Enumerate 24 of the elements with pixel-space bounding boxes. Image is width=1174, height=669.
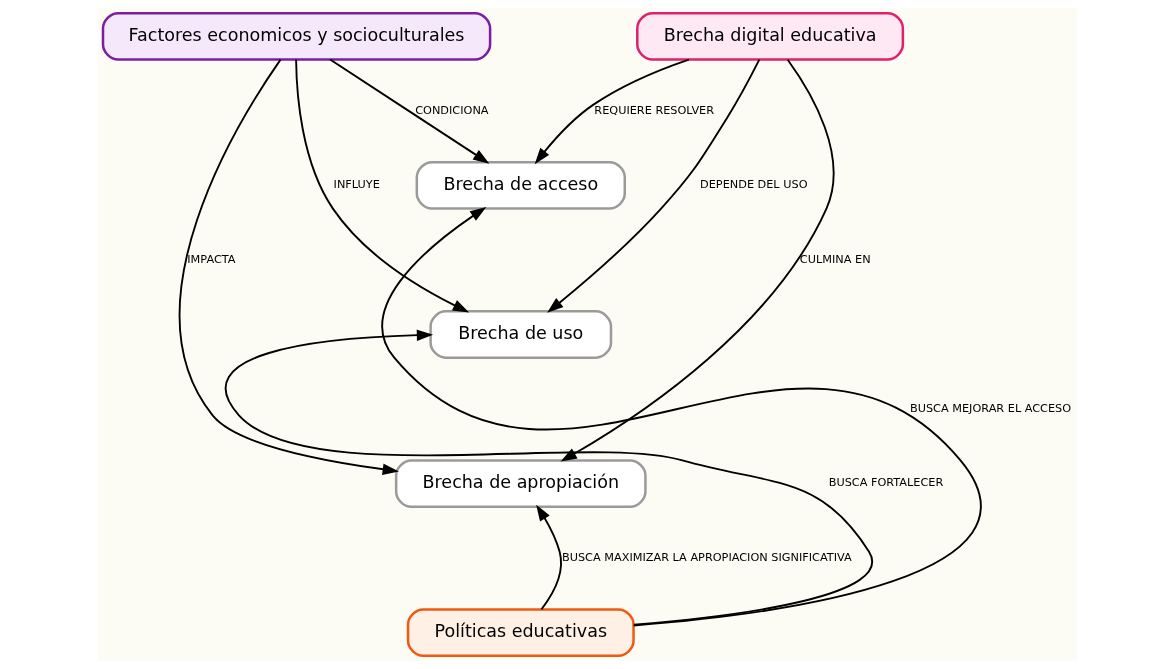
edge-label: INFLUYE bbox=[333, 178, 380, 192]
arrow bbox=[178, 58, 399, 475]
arrow bbox=[535, 504, 562, 611]
node-box: Brecha de apropiación bbox=[394, 459, 647, 508]
edge-label: IMPACTA bbox=[186, 252, 235, 266]
arrow bbox=[294, 58, 469, 313]
node-box: Factores economicos y socioculturales bbox=[101, 11, 491, 61]
node-box: Brecha de acceso bbox=[415, 161, 626, 210]
edge-label: BUSCA MEJORAR EL ACCESO bbox=[909, 401, 1071, 415]
edge-label: BUSCA MAXIMIZAR LA APROPIACION SIGNIFICATIVA bbox=[561, 550, 852, 564]
node-box: Brecha digital educativa bbox=[635, 11, 904, 61]
arrow bbox=[224, 329, 873, 626]
arrow bbox=[534, 58, 690, 165]
edge-label: CULMINA EN bbox=[799, 252, 871, 266]
arrow bbox=[560, 58, 834, 462]
edge-label: CONDICIONA bbox=[414, 103, 489, 117]
edge-label: BUSCA FORTALECER bbox=[828, 476, 943, 490]
edge-label: REQUIERE RESOLVER bbox=[593, 103, 714, 117]
node-box: Políticas educativas bbox=[406, 608, 635, 658]
arrow bbox=[546, 58, 760, 313]
edge-label: DEPENDE DEL USO bbox=[699, 178, 808, 192]
arrow bbox=[381, 207, 981, 627]
node-box: Brecha de uso bbox=[428, 310, 612, 359]
arrow bbox=[328, 58, 489, 164]
